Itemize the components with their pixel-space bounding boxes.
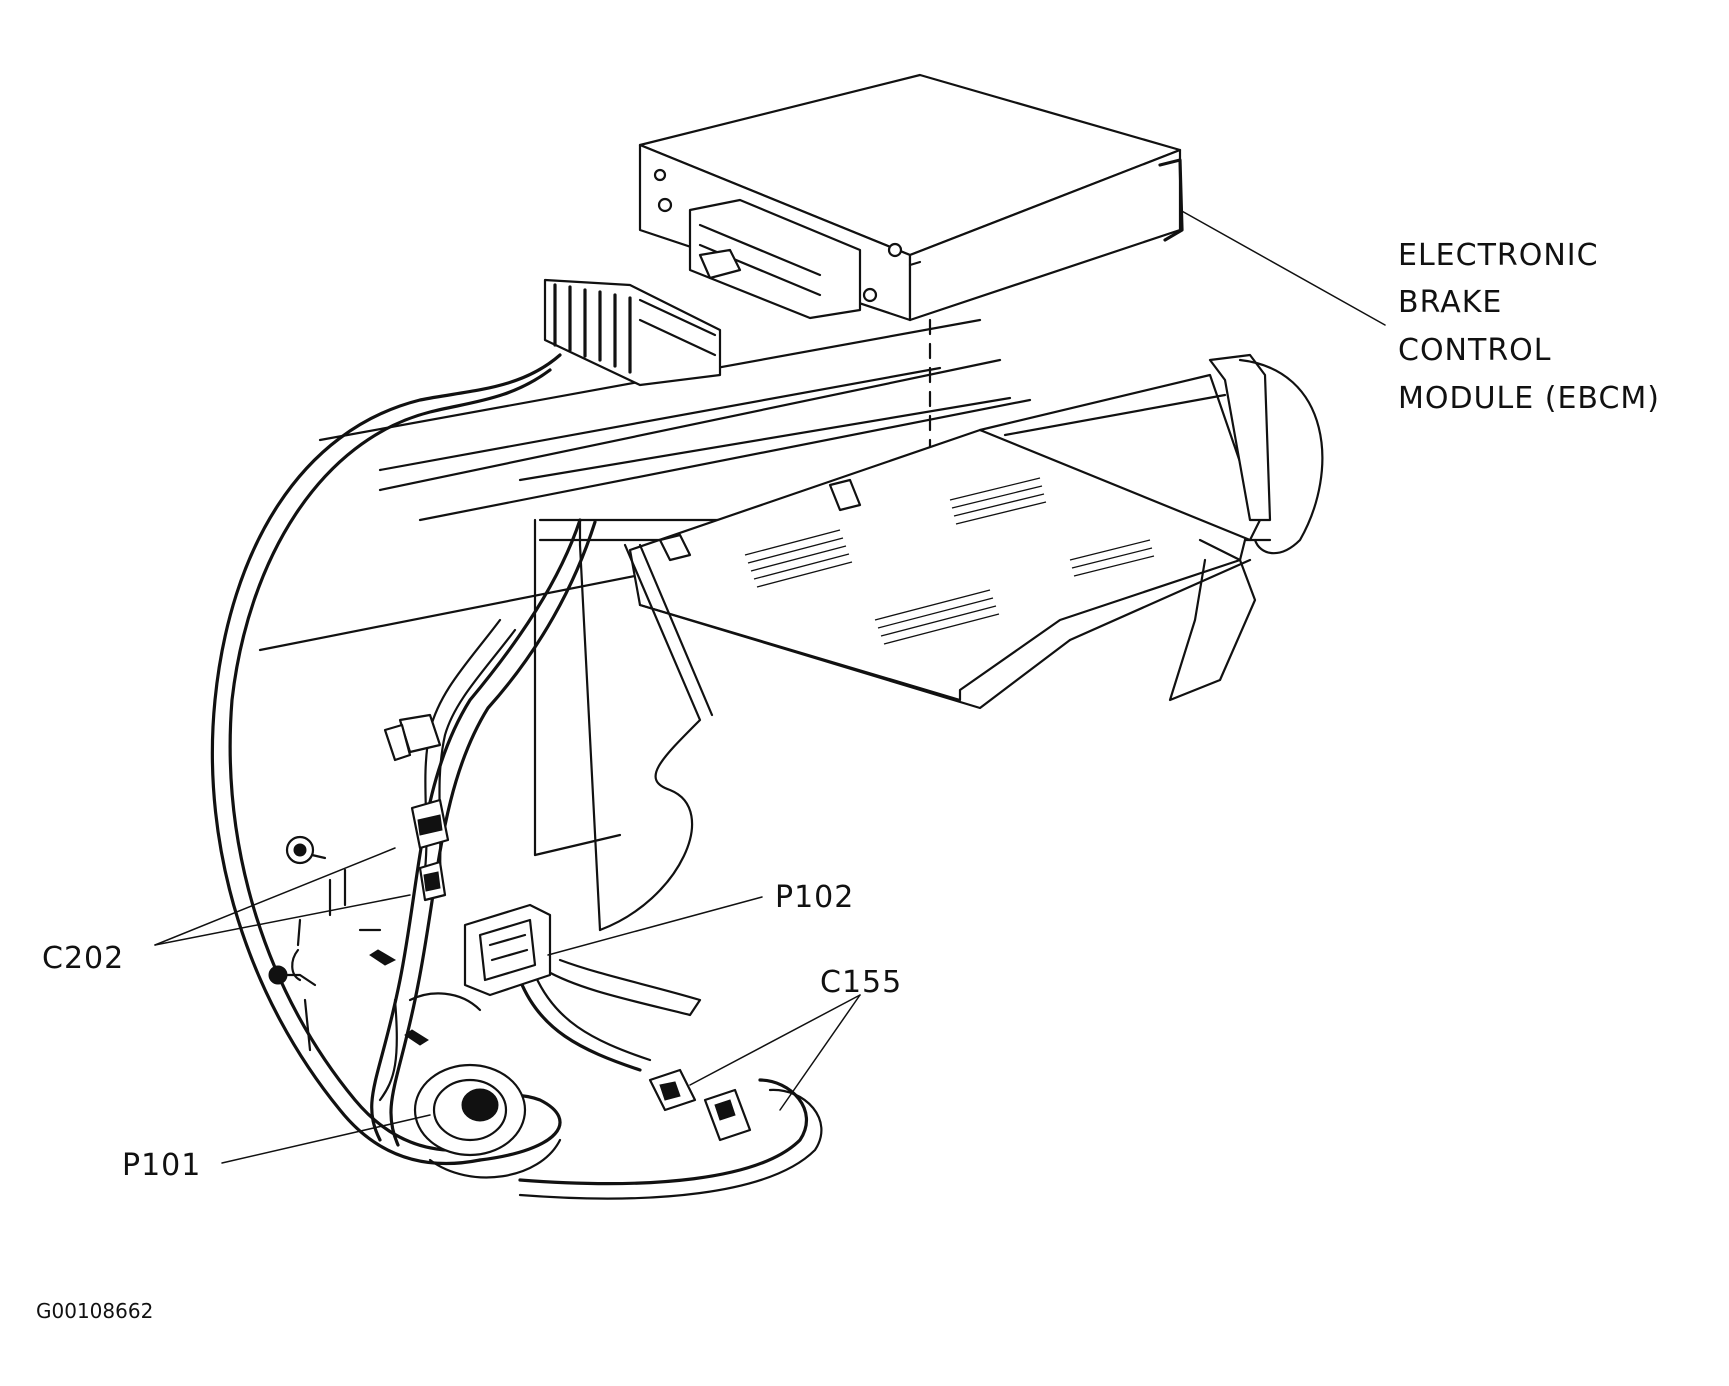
ebcm-label-line-2: BRAKE [1398, 285, 1502, 320]
callout-ebcm: ELECTRONIC BRAKE CONTROL MODULE (EBCM) [1398, 238, 1660, 416]
p102-connector [463, 903, 552, 997]
ebcm-connector-header [688, 198, 862, 320]
ebcm-label-line-1: ELECTRONIC [1398, 238, 1599, 273]
p101-grommet [413, 1063, 562, 1179]
left-bracket-leg [578, 543, 714, 932]
p102-label: P102 [775, 880, 854, 915]
leader-lines [154, 209, 1386, 1164]
fasteners [268, 835, 482, 1102]
pad-hatching [744, 477, 1155, 645]
c155-connectors [648, 1068, 752, 1142]
p101-label: P101 [122, 1148, 201, 1183]
wire-harness [210, 353, 823, 1200]
c202-connectors [383, 713, 450, 902]
right-rail-bracket [978, 353, 1324, 702]
figure-id: G00108662 [36, 1299, 153, 1323]
ebcm-label-line-4: MODULE (EBCM) [1398, 381, 1660, 416]
c155-label: C155 [820, 965, 902, 1000]
harness-plug-ebcm [543, 278, 722, 387]
ebcm-label-line-3: CONTROL [1398, 333, 1552, 368]
c202-label: C202 [42, 941, 124, 976]
